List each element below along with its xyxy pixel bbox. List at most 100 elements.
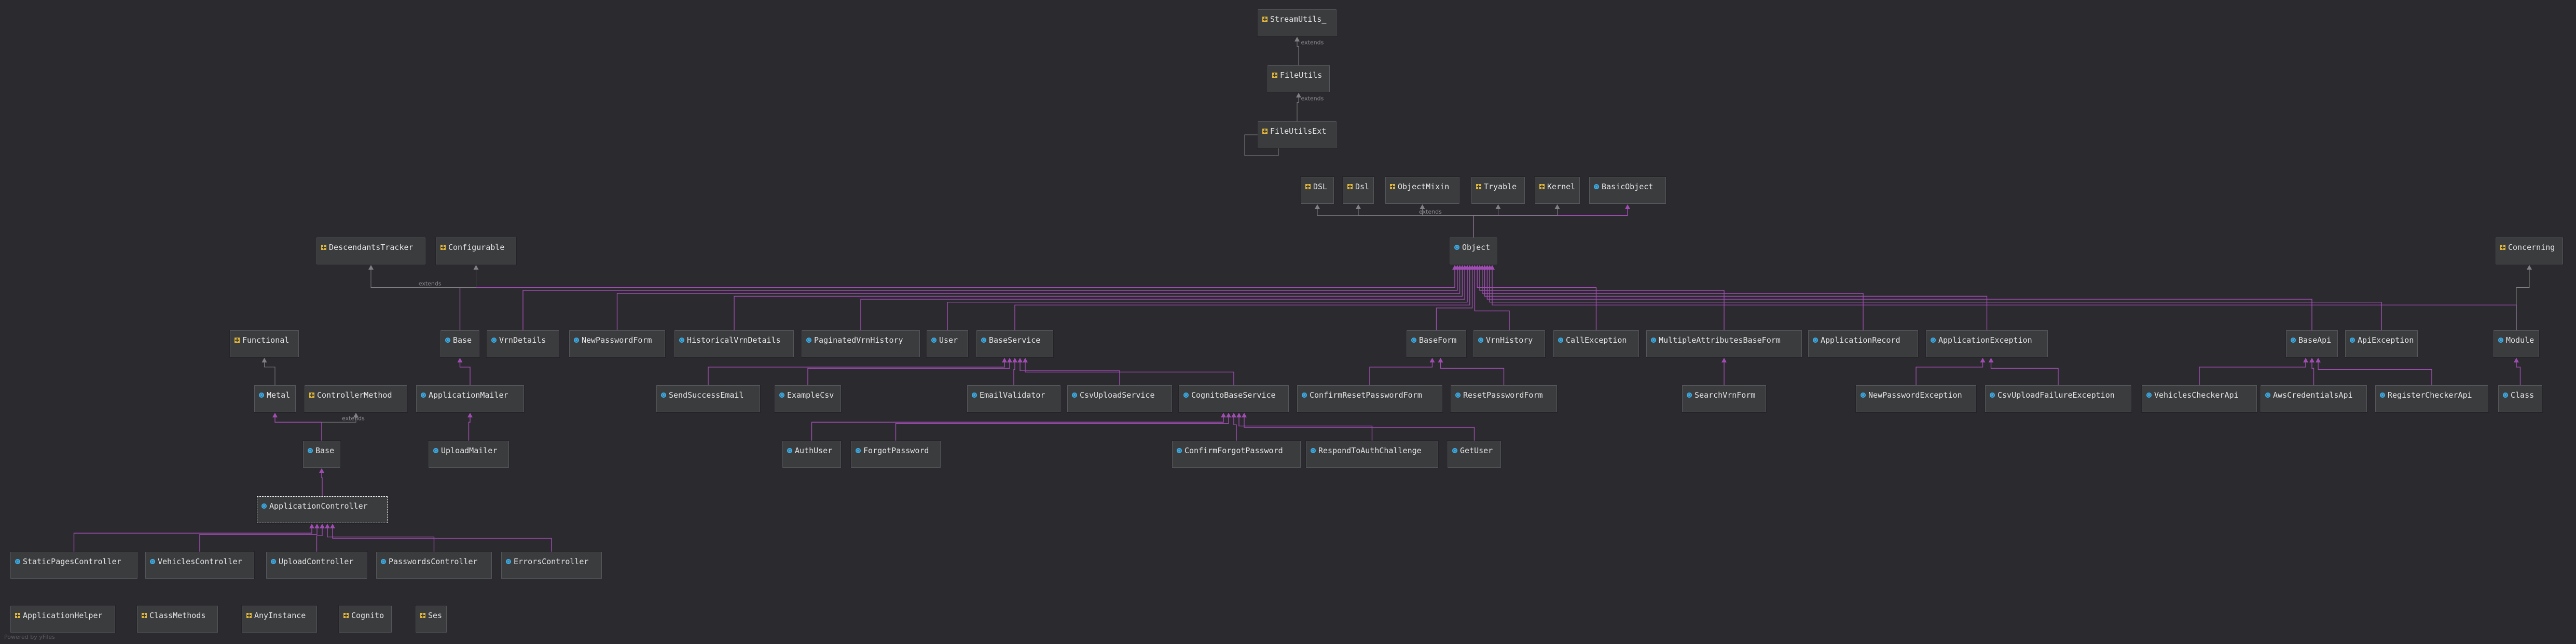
node-cognito[interactable]: Cognito	[339, 606, 392, 633]
node-object[interactable]: Object	[1450, 237, 1497, 264]
node-dsl[interactable]: Dsl	[1343, 177, 1374, 204]
edge-callexception-to-object	[1477, 269, 1597, 330]
node-applicationexception[interactable]: ApplicationException	[1926, 330, 2048, 357]
node-csvuploadservice[interactable]: CsvUploadService	[1067, 385, 1172, 412]
node-label: ApplicationException	[1938, 335, 2032, 345]
node-dsl[interactable]: DSL	[1301, 177, 1334, 204]
node-csvuploadfailureexception[interactable]: CsvUploadFailureException	[1985, 385, 2131, 412]
node-user[interactable]: User	[927, 330, 968, 357]
node-baseform[interactable]: BaseForm	[1407, 330, 1466, 357]
node-descendantstracker[interactable]: DescendantsTracker	[316, 237, 425, 264]
node-uploadmailer[interactable]: UploadMailer	[429, 441, 509, 468]
node-passwordscontroller[interactable]: PasswordsController	[376, 552, 492, 579]
node-basemid[interactable]: Base	[303, 441, 340, 468]
node-multipleattributesbaseform[interactable]: MultipleAttributesBaseForm	[1646, 330, 1802, 357]
node-basicobject[interactable]: BasicObject	[1589, 177, 1666, 204]
node-vrndetails[interactable]: VrnDetails	[487, 330, 559, 357]
node-respondtoauthchallenge[interactable]: RespondToAuthChallenge	[1306, 441, 1438, 468]
node-apiexception[interactable]: ApiException	[2345, 330, 2418, 357]
node-applicationcontroller[interactable]: ApplicationController	[257, 496, 388, 523]
edge-vrndetails-to-object	[522, 269, 1458, 330]
edge-metal-to-functional	[264, 361, 275, 385]
edge-arrowhead	[272, 413, 278, 417]
node-label: MultipleAttributesBaseForm	[1659, 335, 1781, 345]
node-concerning[interactable]: Concerning	[2496, 237, 2563, 264]
node-vehiclescontroller[interactable]: VehiclesController	[145, 552, 254, 579]
node-anyinstance[interactable]: AnyInstance	[242, 606, 317, 633]
edge-object-to-tryable	[1473, 208, 1498, 237]
node-examplecsv[interactable]: ExampleCsv	[775, 385, 841, 412]
node-staticpagescontroller[interactable]: StaticPagesController	[10, 552, 137, 579]
edge-arrowhead	[1980, 358, 1986, 362]
node-applicationmailer[interactable]: ApplicationMailer	[416, 385, 524, 412]
edge-arrowhead	[353, 413, 359, 417]
node-baseservice[interactable]: BaseService	[976, 330, 1053, 357]
node-emailvalidator[interactable]: EmailValidator	[967, 385, 1060, 412]
node-label: AuthUser	[795, 446, 833, 455]
node-class[interactable]: Class	[2498, 385, 2542, 412]
node-confirmforgotpassword[interactable]: ConfirmForgotPassword	[1172, 441, 1301, 468]
node-controllermethod[interactable]: ControllerMethod	[305, 385, 407, 412]
node-label: RegisterCheckerApi	[2388, 390, 2472, 400]
node-forgotpassword[interactable]: ForgotPassword	[851, 441, 941, 468]
module-icon	[2500, 245, 2505, 250]
module-icon	[15, 613, 20, 618]
node-label: AwsCredentialsApi	[2273, 390, 2353, 400]
node-awscredentialsapi[interactable]: AwsCredentialsApi	[2261, 385, 2367, 412]
node-label: ObjectMixin	[1398, 182, 1450, 191]
node-registercheckerapi[interactable]: RegisterCheckerApi	[2375, 385, 2488, 412]
node-streamutils_[interactable]: StreamUtils_	[1258, 9, 1337, 36]
node-fileutilsext[interactable]: FileUtilsExt	[1258, 121, 1337, 148]
node-vrnhistory[interactable]: VrnHistory	[1473, 330, 1545, 357]
node-callexception[interactable]: CallException	[1553, 330, 1639, 357]
node-getuser[interactable]: GetUser	[1448, 441, 1501, 468]
node-ses[interactable]: Ses	[416, 606, 447, 633]
node-sendsuccessemail[interactable]: SendSuccessEmail	[656, 385, 760, 412]
node-label: BaseForm	[1419, 335, 1457, 345]
edge-applicationmailer-to-basetop	[459, 361, 471, 385]
node-baseapi[interactable]: BaseApi	[2286, 330, 2338, 357]
node-newpasswordexception[interactable]: NewPasswordException	[1856, 385, 1976, 412]
module-icon	[1272, 73, 1277, 78]
node-confirmresetpasswordform[interactable]: ConfirmResetPasswordForm	[1297, 385, 1442, 412]
node-objectmixin[interactable]: ObjectMixin	[1385, 177, 1459, 204]
node-cognitobaseservice[interactable]: CognitoBaseService	[1179, 385, 1289, 412]
node-vehiclescheckerapi[interactable]: VehiclesCheckerApi	[2142, 385, 2257, 412]
node-metal[interactable]: Metal	[254, 385, 296, 412]
module-icon	[235, 338, 240, 343]
edge-user-to-object	[947, 269, 1468, 330]
edge-arrowhead	[1356, 204, 1361, 209]
edge-vrnhistory-to-object	[1474, 269, 1510, 330]
node-errorscontroller[interactable]: ErrorsController	[501, 552, 602, 579]
edge-applicationrecord-to-object	[1482, 269, 1864, 330]
edge-arrowhead	[1438, 358, 1443, 362]
edge-arrowhead	[1012, 358, 1017, 362]
node-basetop[interactable]: Base	[440, 330, 479, 357]
node-fileutils[interactable]: FileUtils	[1268, 65, 1330, 92]
node-label: UploadMailer	[441, 446, 498, 455]
node-authuser[interactable]: AuthUser	[782, 441, 841, 468]
node-resetpasswordform[interactable]: ResetPasswordForm	[1451, 385, 1557, 412]
edge-arrowhead	[261, 358, 267, 362]
node-historicalvrndetails[interactable]: HistoricalVrnDetails	[674, 330, 794, 357]
node-applicationhelper[interactable]: ApplicationHelper	[10, 606, 115, 633]
node-classmethods[interactable]: ClassMethods	[137, 606, 218, 633]
node-tryable[interactable]: Tryable	[1471, 177, 1525, 204]
edge-object-to-kernel	[1473, 208, 1558, 237]
edge-basemid-to-metal	[274, 416, 322, 441]
node-searchvrnform[interactable]: SearchVrnForm	[1682, 385, 1766, 412]
node-label: Base	[453, 335, 472, 345]
edge-arrowhead	[1721, 358, 1727, 362]
edge-object-to-dsl	[1317, 208, 1474, 237]
edge-staticpagescontroller-to-applicationcontroller	[73, 527, 312, 552]
node-uploadcontroller[interactable]: UploadController	[266, 552, 367, 579]
node-functional[interactable]: Functional	[230, 330, 299, 357]
node-paginatedvrnhistory[interactable]: PaginatedVrnHistory	[802, 330, 920, 357]
node-kernel[interactable]: Kernel	[1535, 177, 1580, 204]
node-applicationrecord[interactable]: ApplicationRecord	[1808, 330, 1918, 357]
node-module[interactable]: Module	[2494, 330, 2539, 357]
node-label: CsvUploadService	[1080, 390, 1155, 400]
node-newpasswordform[interactable]: NewPasswordForm	[569, 330, 665, 357]
node-configurable[interactable]: Configurable	[436, 237, 516, 264]
